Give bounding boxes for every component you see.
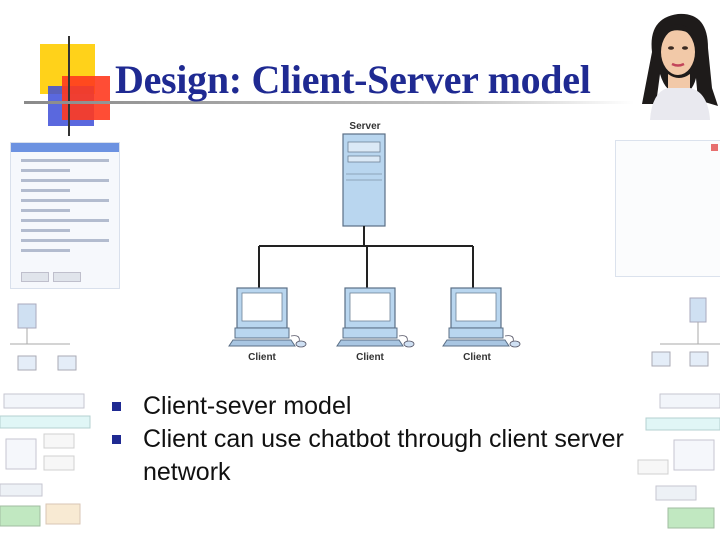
bullet-item: Client-sever model [112,390,702,423]
client-label: Client [463,352,491,363]
bullet-item: Client can use chatbot through client se… [112,423,702,489]
square-bullet-icon [112,435,121,444]
desktop-computer-icon [336,287,415,348]
background-architecture-sketch-right [637,297,720,529]
decor-vertical-line [68,36,70,136]
client-label: Client [356,352,384,363]
bullet-text: Client-sever model [143,392,352,420]
background-architecture-sketch-left [0,303,91,527]
bullet-text: Client can use chatbot through client se… [143,425,624,486]
bullet-list: Client-sever model Client can use chatbo… [112,390,702,489]
desktop-computer-icon [228,287,307,348]
network-lines [258,226,474,288]
background-chat-window [10,142,120,289]
title-underline [24,101,634,104]
woman-avatar-icon [642,13,718,120]
client-server-diagram: Server Client Client Cli [228,121,521,363]
background-window-right [615,140,720,277]
desktop-computer-icon [442,287,521,348]
slide-title: Design: Client-Server model [115,57,591,102]
square-bullet-icon [112,402,121,411]
server-tower-icon [342,133,386,227]
decor-red-square [62,76,110,120]
client-label: Client [248,352,276,363]
server-label: Server [349,121,380,132]
